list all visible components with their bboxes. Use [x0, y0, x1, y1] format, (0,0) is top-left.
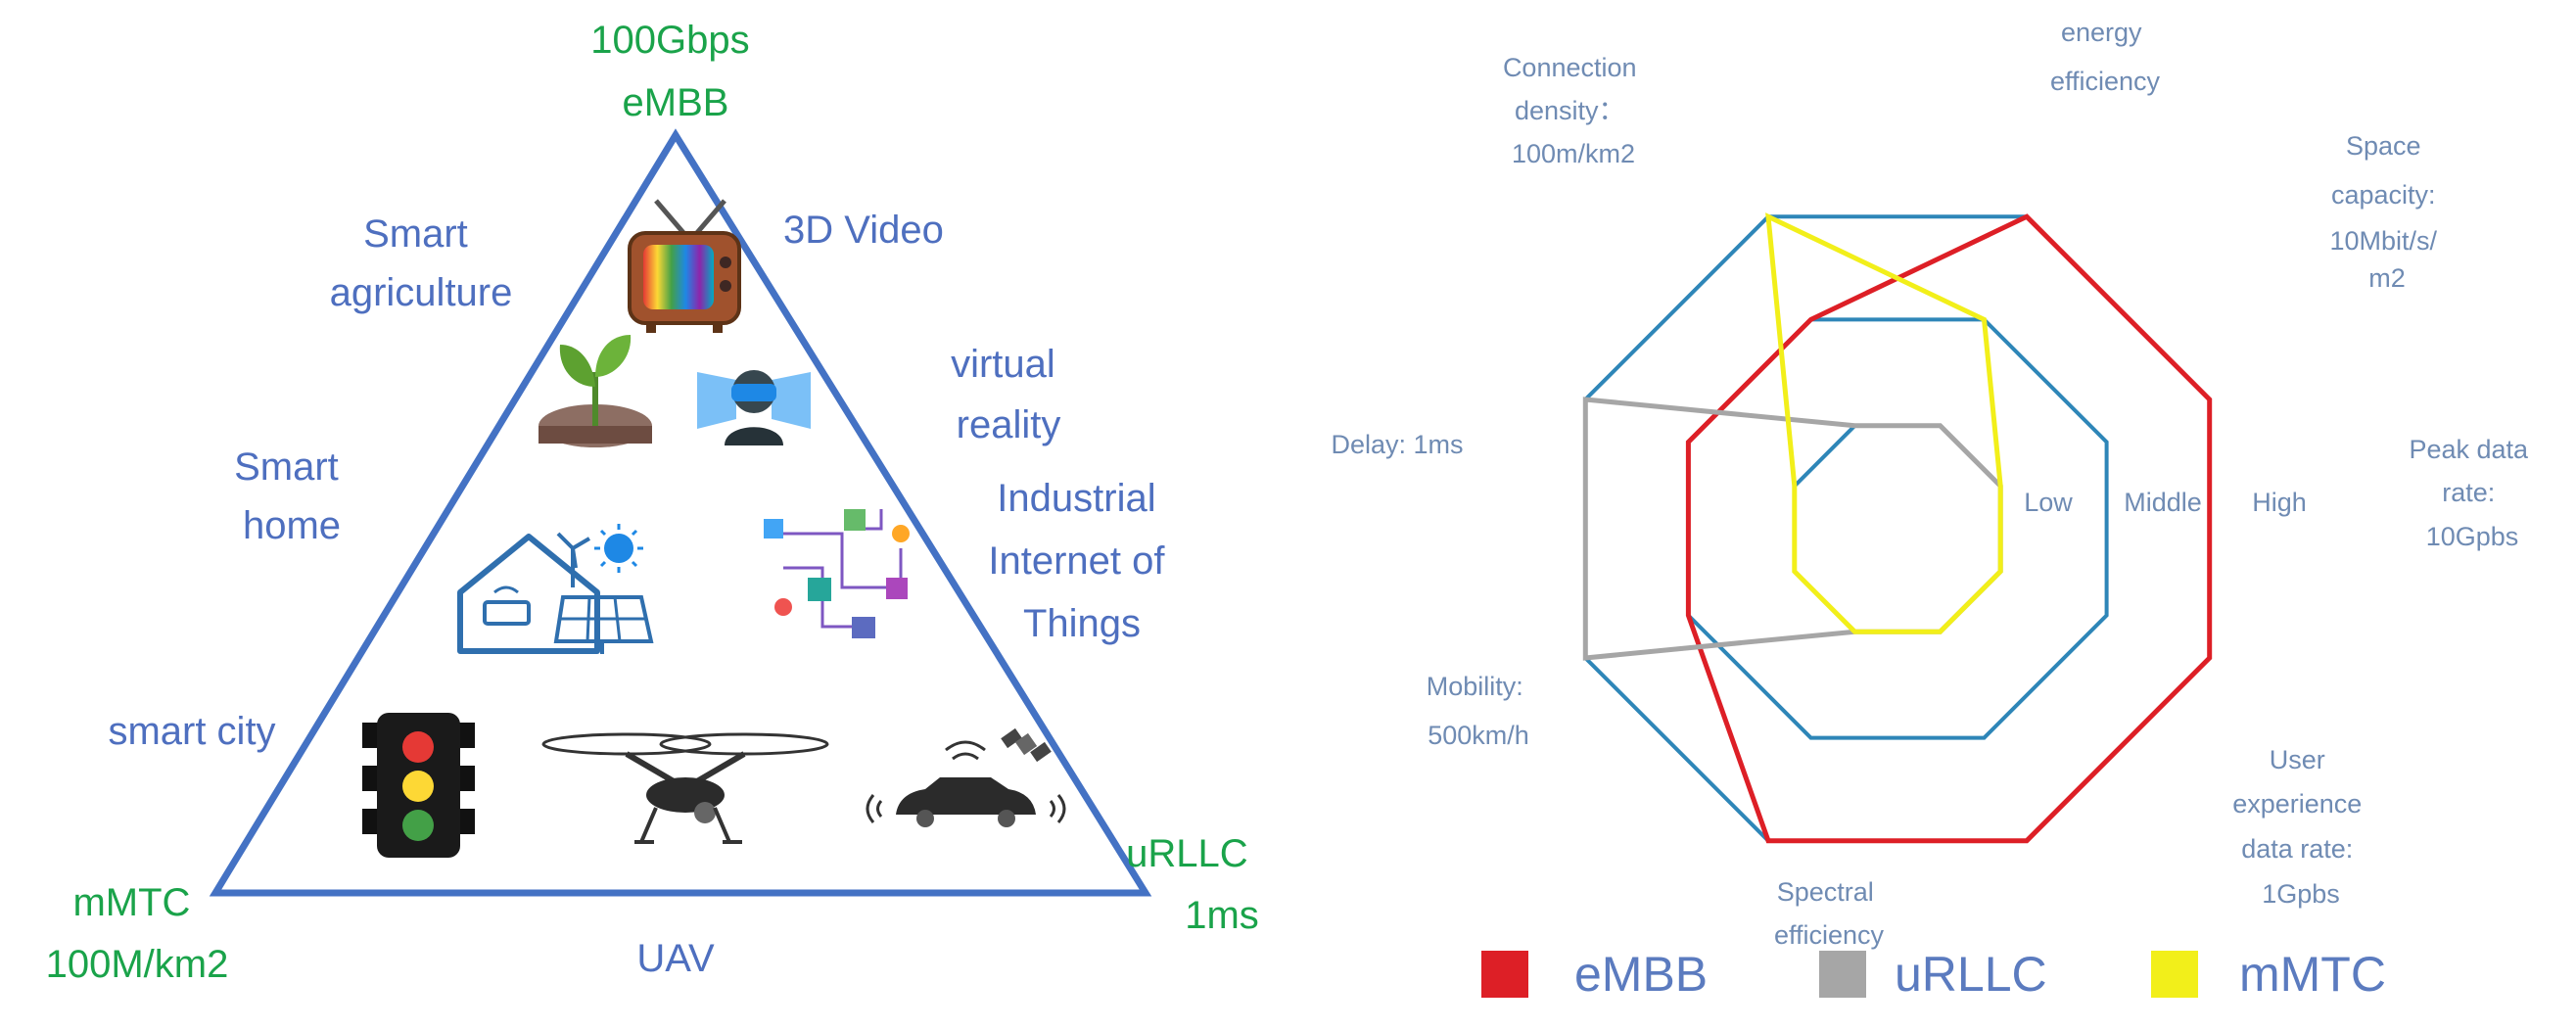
virtual-reality-label: virtual reality [951, 343, 1066, 446]
radar-series-layer [1582, 212, 2213, 844]
connected-car-icon [866, 727, 1066, 827]
grid-ring-high [1583, 214, 2212, 843]
level-label-middle: Middle [2124, 488, 2202, 517]
axis-label-spectral: Spectral efficiency [1774, 877, 1885, 950]
axis-label-space: Space capacity: 10Mbit/s/ m2 [2329, 131, 2444, 293]
drone-icon [541, 732, 829, 844]
level-label-low: Low [2024, 488, 2073, 517]
smart-house-icon [457, 524, 654, 654]
iot-network-icon [764, 509, 910, 638]
legend-label-mmtc: mMTC [2239, 947, 2386, 1002]
bottom-left-label: mMTC 100M/km2 [46, 881, 229, 986]
smart-city-label: smart city [108, 710, 275, 753]
satellite-icon [1001, 727, 1052, 763]
vr-headset-icon [697, 370, 811, 445]
smart-home-label: Smart home [234, 445, 350, 547]
axis-label-connection: Connection density： 100m/km2 [1503, 53, 1644, 168]
solar-panel-icon [553, 595, 654, 654]
legend-label-urllc: uRLLC [1895, 947, 2047, 1002]
uav-label: UAV [636, 937, 715, 980]
industrial-iot-label: Industrial Internet of Things [988, 477, 1175, 645]
smart-agriculture-label: Smart agriculture [330, 212, 513, 314]
tv-icon [628, 199, 741, 333]
series-mmtc [1765, 212, 2003, 634]
radar-panel: Low Middle High energy efficiency Space … [1331, 18, 2535, 1002]
pyramid-panel: 100Gbps eMBB mMTC 100M/km2 uRLLC 1ms UAV… [46, 19, 1259, 986]
3d-video-label: 3D Video [783, 209, 944, 252]
series-embb [1685, 213, 2213, 844]
legend-swatch-urllc [1819, 951, 1866, 998]
top-label: 100Gbps eMBB [590, 19, 760, 124]
legend-label-embb: eMBB [1574, 947, 1708, 1002]
bottom-right-label: uRLLC 1ms [1126, 832, 1259, 937]
axis-label-delay: Delay: 1ms [1331, 430, 1463, 459]
axis-label-user: User experience data rate: 1Gpbs [2232, 745, 2369, 909]
plant-icon [539, 335, 652, 447]
legend: eMBB uRLLC mMTC [1481, 947, 2386, 1002]
axis-label-peak: Peak data rate: 10Gpbs [2409, 435, 2535, 551]
traffic-light-icon [362, 713, 475, 858]
axis-label-energy: energy efficiency [2050, 18, 2161, 96]
legend-swatch-mmtc [2151, 951, 2198, 998]
radar-grid [1583, 214, 2212, 843]
axis-label-mobility: Mobility: 500km/h [1427, 672, 1531, 750]
level-label-high: High [2252, 488, 2307, 517]
legend-swatch-embb [1481, 951, 1528, 998]
sun-icon [594, 524, 643, 573]
pyramid-triangle [209, 128, 1152, 897]
